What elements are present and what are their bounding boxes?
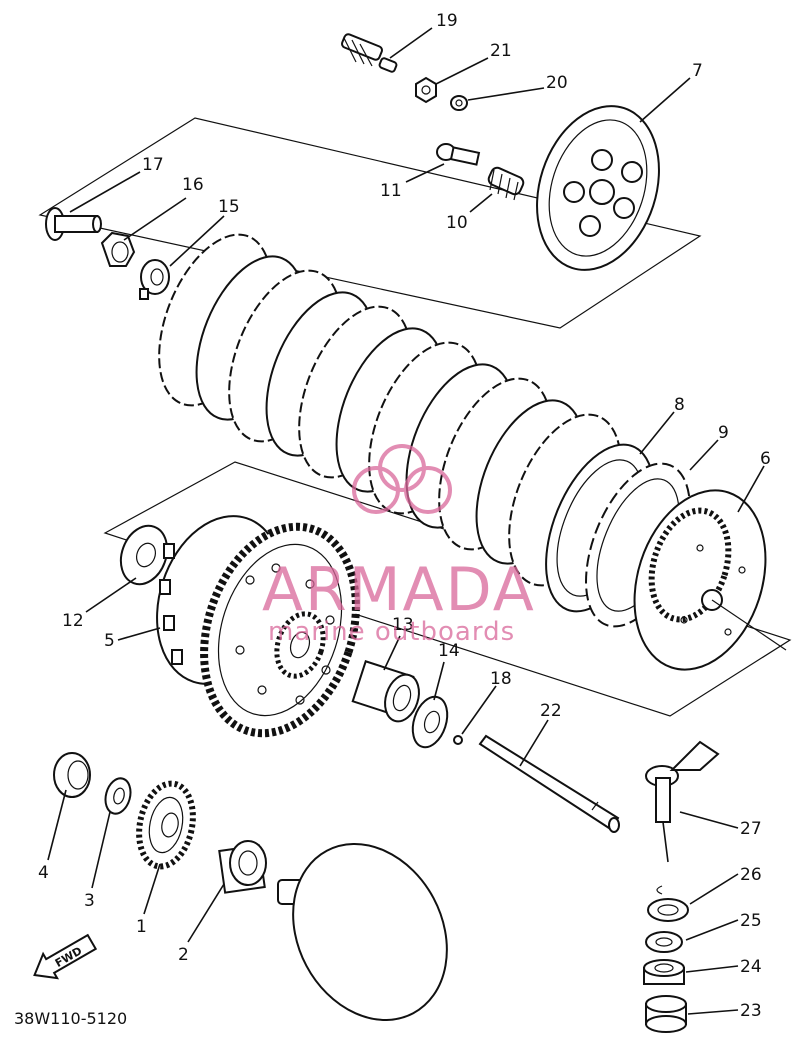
bearing-24 — [643, 959, 685, 985]
thrust-washer-12 — [119, 524, 169, 586]
label-11: 11 — [380, 181, 402, 201]
label-4: 4 — [38, 863, 49, 883]
leader-lines — [47, 27, 765, 1015]
bolt-19 — [341, 33, 398, 73]
oil-seal-26 — [647, 885, 689, 922]
bearing-2 — [218, 840, 267, 894]
label-16: 16 — [182, 175, 204, 195]
spring-10 — [487, 166, 525, 201]
watermark-brand: ARMADA — [262, 555, 536, 625]
label-17: 17 — [142, 155, 164, 175]
lock-washer-15 — [139, 259, 170, 300]
label-20: 20 — [546, 73, 568, 93]
nut-21 — [415, 76, 437, 104]
crankshaft-outline — [277, 843, 448, 1021]
pressure-plate-group-outline — [38, 117, 702, 329]
push-lever-27 — [645, 740, 720, 863]
label-2: 2 — [178, 945, 189, 965]
oil-seal-4 — [53, 752, 91, 798]
label-19: 19 — [436, 11, 458, 31]
washer-20 — [450, 95, 468, 111]
label-8: 8 — [674, 395, 685, 415]
label-7: 7 — [692, 61, 703, 81]
pressure-plate-7 — [536, 105, 660, 271]
label-1: 1 — [136, 917, 147, 937]
clutch-boss-6 — [633, 489, 787, 671]
label-26: 26 — [740, 865, 762, 885]
ball-18 — [453, 735, 463, 745]
label-18: 18 — [490, 669, 512, 689]
label-27: 27 — [740, 819, 762, 839]
label-9: 9 — [718, 423, 729, 443]
push-rod-22 — [478, 734, 620, 833]
washer-3 — [104, 777, 132, 815]
label-23: 23 — [740, 1001, 762, 1021]
label-24: 24 — [740, 957, 762, 977]
nut-16 — [100, 231, 136, 267]
washer-25 — [645, 931, 683, 953]
watermark-tagline: marine outboards — [268, 617, 515, 647]
label-13: 13 — [392, 615, 414, 635]
label-22: 22 — [540, 701, 562, 721]
label-6: 6 — [760, 449, 771, 469]
fwd-arrow: FWD — [33, 933, 98, 980]
part-number-labels: 19 21 20 7 11 10 17 16 15 8 9 6 12 5 13 … — [38, 11, 771, 1021]
bearing-23 — [645, 995, 687, 1033]
clutch-plate-stack — [158, 233, 622, 587]
label-12: 12 — [62, 611, 84, 631]
label-21: 21 — [490, 41, 512, 61]
spacer-13 — [351, 660, 420, 723]
washer-14 — [411, 695, 449, 749]
label-25: 25 — [740, 911, 762, 931]
label-5: 5 — [104, 631, 115, 651]
armada-watermark: ARMADA marine outboards — [262, 444, 536, 647]
drawing-code: 38W110-5120 — [14, 1009, 127, 1028]
label-14: 14 — [438, 641, 460, 661]
push-rod-17 — [45, 207, 102, 241]
label-3: 3 — [84, 891, 95, 911]
label-15: 15 — [218, 197, 240, 217]
label-10: 10 — [446, 213, 468, 233]
clutch-housing-group-outline — [103, 461, 792, 717]
screw-11 — [436, 143, 481, 166]
gear-1 — [136, 780, 196, 870]
clutch-housing-5 — [156, 515, 360, 738]
armada-logo-icon — [352, 444, 452, 514]
